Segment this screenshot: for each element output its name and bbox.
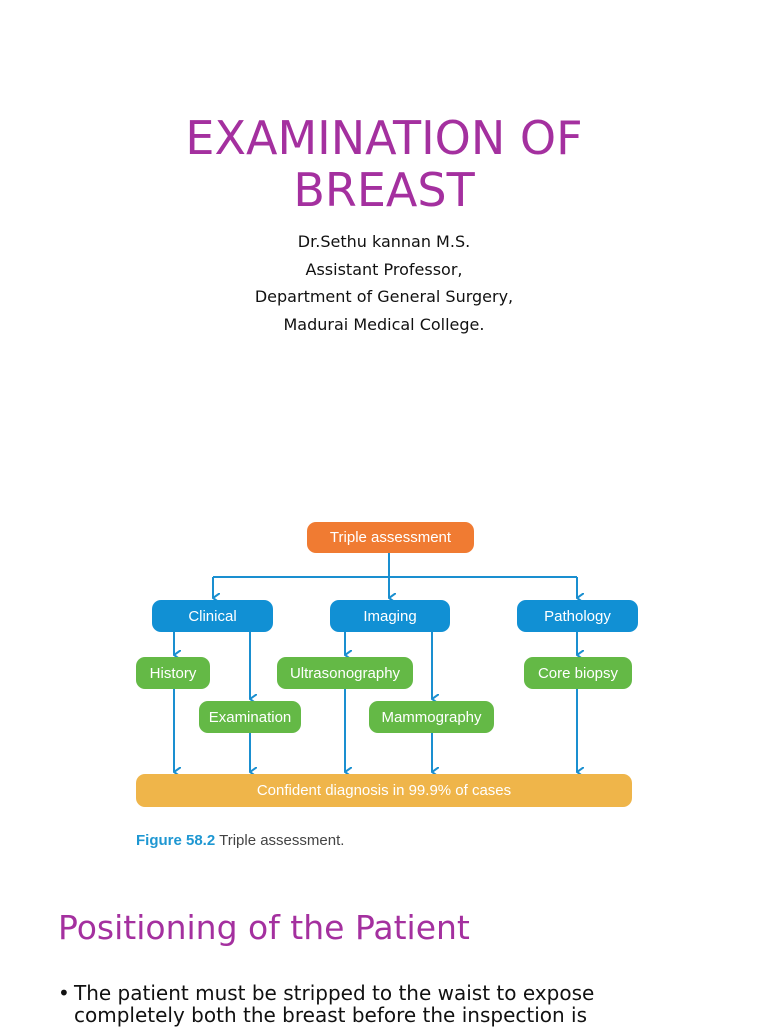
section-heading: Positioning of the Patient (58, 908, 470, 947)
node-examination: Examination (199, 701, 301, 733)
author-position: Assistant Professor, (305, 259, 463, 279)
node-imaging: Imaging (330, 600, 450, 632)
node-confident-diagnosis: Confident diagnosis in 99.9% of cases (136, 774, 632, 807)
author-institution: Madurai Medical College. (283, 314, 485, 334)
node-core-biopsy: Core biopsy (524, 657, 632, 689)
author-department: Department of General Surgery, (254, 287, 514, 306)
figure-number: Figure 58.2 (136, 832, 216, 849)
node-clinical: Clinical (152, 600, 273, 632)
node-history: History (136, 657, 210, 689)
node-triple-assessment: Triple assessment (307, 522, 474, 553)
bullet-dot-icon: • (58, 981, 70, 1005)
slide-title-line: EXAMINATION OF (185, 111, 583, 165)
slide-title: EXAMINATION OF BREAST (0, 112, 768, 216)
author-name: Dr.Sethu kannan M.S. (297, 232, 471, 251)
figure-caption-text: Triple assessment. (215, 832, 345, 849)
figure-caption: Figure 58.2 Triple assessment. (136, 832, 344, 849)
bullet-text: The patient must be stripped to the wais… (74, 981, 595, 1027)
slide-title-line: BREAST (293, 163, 475, 217)
node-pathology: Pathology (517, 600, 638, 632)
node-mammography: Mammography (369, 701, 494, 733)
bullet-item: • The patient must be stripped to the wa… (58, 982, 698, 1026)
author-block: Dr.Sethu kannan M.S. Assistant Professor… (0, 228, 768, 338)
node-ultrasonography: Ultrasonography (277, 657, 413, 689)
